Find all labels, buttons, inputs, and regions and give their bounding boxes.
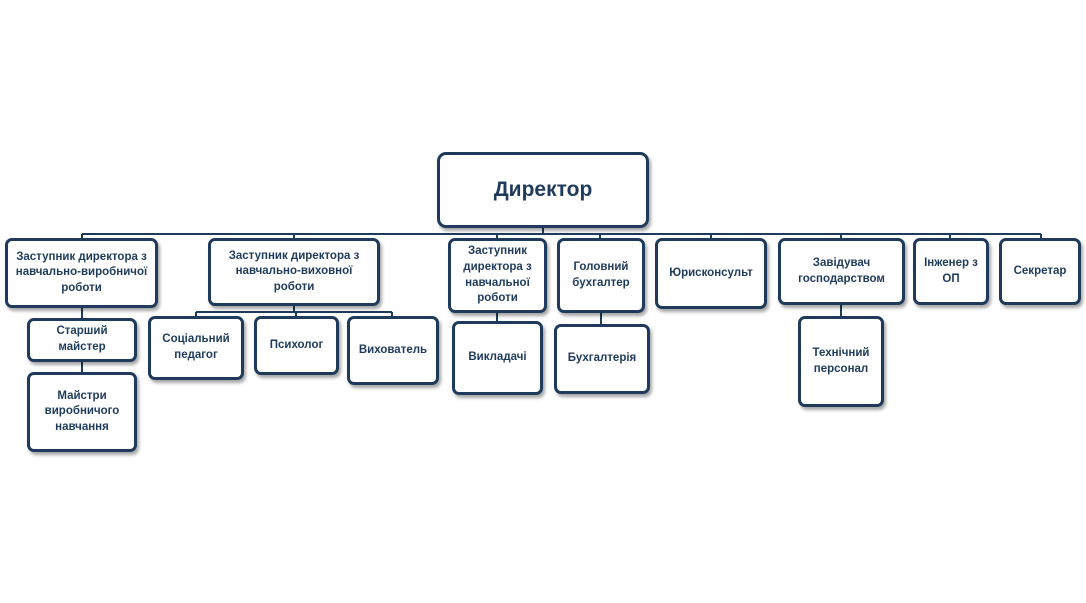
household-manager-box: Завідувач господарством [778, 238, 905, 305]
social-pedagogue-box: Соціальний педагог [148, 316, 244, 380]
secretary-box: Секретар [999, 238, 1081, 305]
industrial-masters-box: Майстри виробничого навчання [27, 372, 137, 452]
technical-staff-box: Технічний персонал [798, 316, 884, 407]
safety-engineer-box: Інженер з ОП [913, 238, 989, 305]
lecturers-box: Викладачі [452, 321, 543, 395]
deputy-academic-box: Заступник директора з навчальної роботи [448, 238, 547, 313]
legal-advisor-box: Юрисконсульт [655, 238, 767, 309]
senior-master-box: Старший майстер [27, 318, 137, 362]
tutor-box: Вихователь [347, 316, 439, 385]
psychologist-box: Психолог [254, 316, 339, 375]
director-box: Директор [437, 152, 649, 228]
deputy-educational-box: Заступник директора з навчально-виховної… [208, 238, 380, 306]
accounting-box: Бухгалтерія [554, 324, 650, 394]
deputy-production-box: Заступник директора з навчально-виробнич… [5, 238, 158, 308]
chief-accountant-box: Головний бухгалтер [557, 238, 645, 313]
